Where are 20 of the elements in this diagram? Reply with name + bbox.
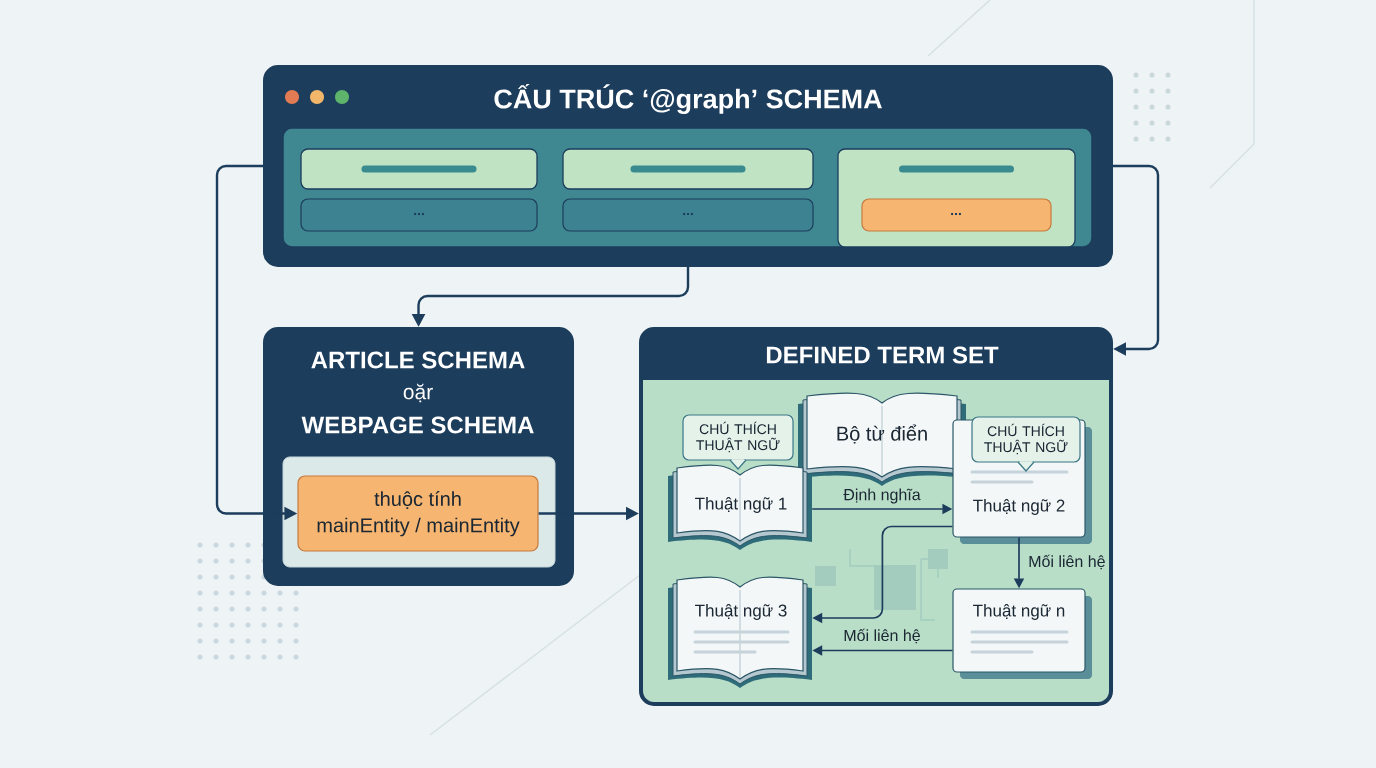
term-card: Thuật ngữ n: [952, 588, 1092, 679]
open-book: Bộ từ điển: [798, 392, 966, 486]
speech-bubble: CHÚ THÍCH THUẬT NGỮ: [971, 416, 1081, 472]
speech-bubble: CHÚ THÍCH THUẬT NGỮ: [682, 414, 794, 470]
panel-heading: oặr: [403, 383, 433, 403]
panel-heading: WEBPAGE SCHEMA: [301, 416, 534, 434]
panel-heading: ARTICLE SCHEMA: [311, 351, 525, 369]
arrow: [1113, 164, 1160, 356]
edge-label: Mối liên hệ: [1029, 554, 1105, 570]
open-book: Thuật ngữ 1: [668, 464, 812, 550]
ellipsis-box: ...: [300, 198, 538, 232]
card: [300, 148, 538, 190]
ellipsis-box: ...: [861, 198, 1052, 232]
edge-label: Định nghĩa: [843, 488, 921, 504]
panel-title: CẤU TRÚC ‘@graph’ SCHEMA: [494, 84, 882, 114]
panel-title: DEFINED TERM SET: [766, 346, 999, 364]
ellipsis-box: ...: [562, 198, 814, 232]
card: [562, 148, 814, 190]
edge-label: Mối liên hệ: [844, 628, 920, 644]
property-box: thuộc tính mainEntity / mainEntity: [297, 475, 539, 552]
